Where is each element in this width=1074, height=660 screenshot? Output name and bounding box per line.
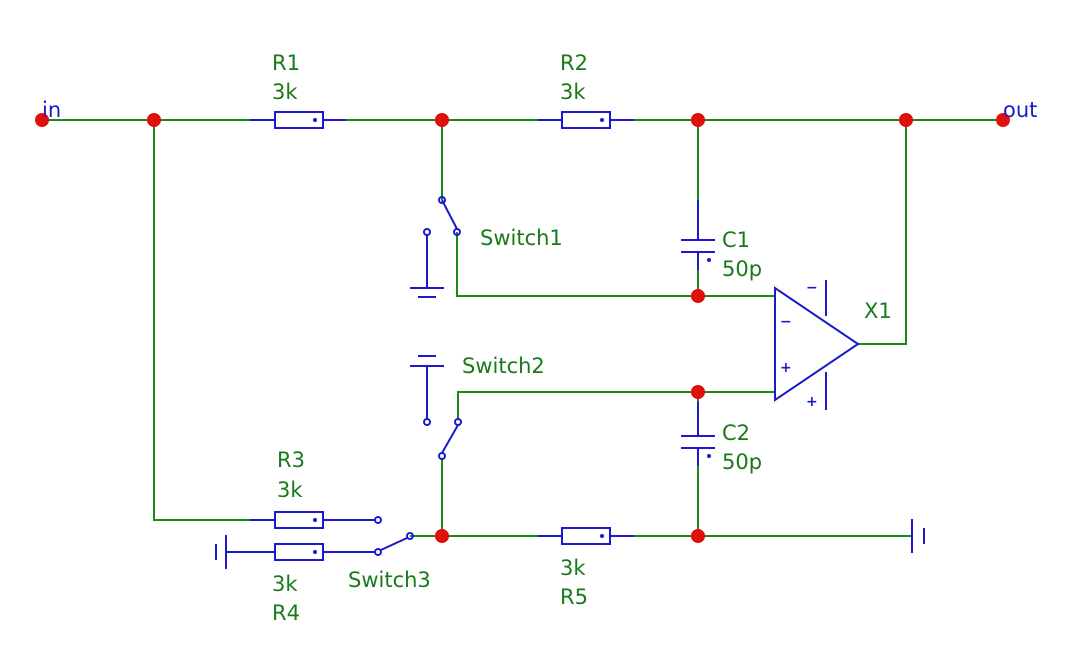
ground-right xyxy=(911,519,925,553)
opamp-x1: − + − + xyxy=(774,280,860,410)
wires xyxy=(42,119,1003,537)
node-in xyxy=(35,113,49,127)
resistor-r3 xyxy=(274,511,324,529)
r5-name: R5 xyxy=(560,585,588,609)
switch1-name: Switch1 xyxy=(480,226,563,250)
port-label-out: out xyxy=(1003,98,1037,122)
node xyxy=(691,289,705,303)
wire-switch2-noninv xyxy=(457,391,698,420)
node xyxy=(691,385,705,399)
c2-name: C2 xyxy=(722,421,750,445)
resistor-r2 xyxy=(561,111,611,129)
port-label-in: in xyxy=(42,98,61,122)
wire-opamp-out xyxy=(858,120,907,345)
node xyxy=(435,113,449,127)
node xyxy=(691,113,705,127)
r1-name: R1 xyxy=(272,51,300,75)
capacitor-c1 xyxy=(681,239,715,262)
node xyxy=(691,529,705,543)
c1-value: 50p xyxy=(722,257,762,281)
opamp-supply-bottom-sign: + xyxy=(806,394,818,410)
r3-value: 3k xyxy=(277,478,303,502)
switch3-name: Switch3 xyxy=(348,568,431,592)
c2-value: 50p xyxy=(722,450,762,474)
wire-switch1-inv xyxy=(456,232,698,297)
r2-name: R2 xyxy=(560,51,588,75)
capacitor-c2 xyxy=(681,435,715,458)
switch-2 xyxy=(410,355,462,460)
r2-value: 3k xyxy=(560,80,586,104)
wire-in-r3 xyxy=(153,120,275,521)
switch-3 xyxy=(374,516,414,556)
junction-nodes xyxy=(35,113,1010,543)
r3-name: R3 xyxy=(277,448,305,472)
node xyxy=(147,113,161,127)
switch-1 xyxy=(410,196,461,298)
x1-name: X1 xyxy=(864,299,892,323)
r4-value: 3k xyxy=(272,572,298,596)
r4-name: R4 xyxy=(272,601,300,625)
opamp-inverting-sign: − xyxy=(780,314,792,330)
resistor-r5 xyxy=(561,527,611,545)
r1-value: 3k xyxy=(272,80,298,104)
opamp-supply-top-sign: − xyxy=(806,280,818,296)
c1-name: C1 xyxy=(722,228,750,252)
opamp-noninverting-sign: + xyxy=(780,360,792,376)
resistor-r4 xyxy=(274,543,324,561)
ground-r4 xyxy=(215,535,227,569)
node xyxy=(435,529,449,543)
resistor-r1 xyxy=(274,111,324,129)
node-out xyxy=(996,113,1010,127)
node xyxy=(899,113,913,127)
component-leads xyxy=(226,119,699,553)
r5-value: 3k xyxy=(560,556,586,580)
switch2-name: Switch2 xyxy=(462,354,545,378)
